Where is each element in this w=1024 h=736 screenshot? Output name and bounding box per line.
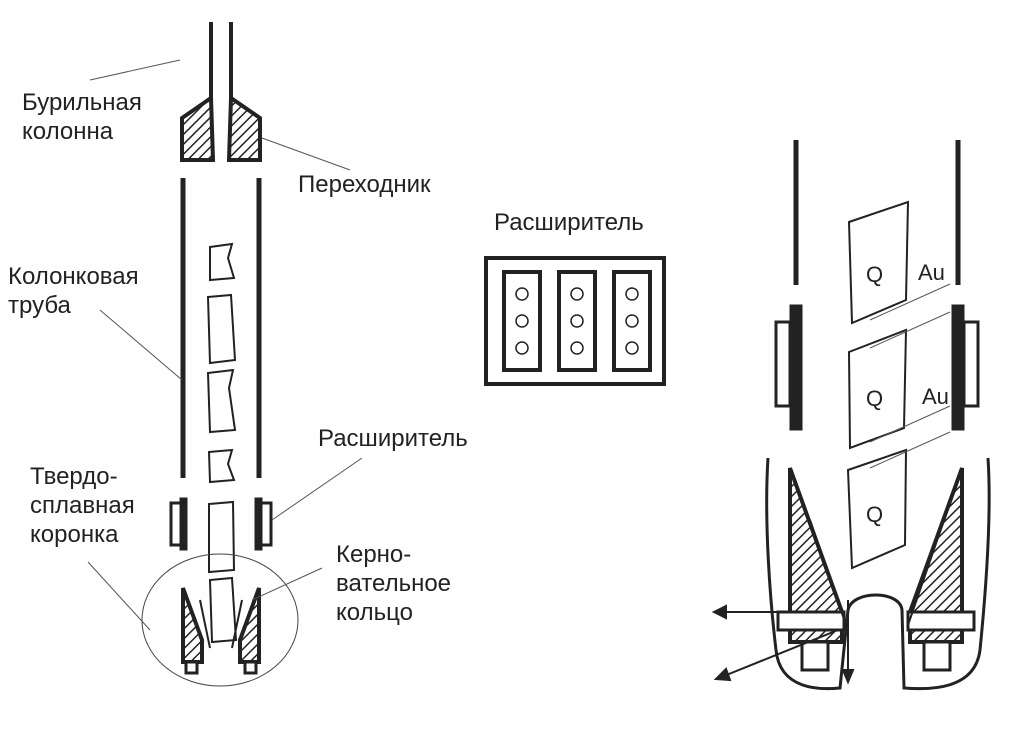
- right-bit-body: [765, 457, 991, 691]
- leader-lines: [87, 59, 363, 631]
- q-label-3: Q: [866, 502, 884, 527]
- au-label-2: Au: [922, 384, 949, 409]
- core-pieces-right: [846, 200, 910, 570]
- adapter: [180, 94, 262, 162]
- carbide-bit-label: Твердо- сплавная коронка: [30, 463, 135, 548]
- reamer-left-assembly: [169, 497, 273, 551]
- reamer-label-left: Расширитель: [318, 425, 468, 452]
- core-barrel: [180, 178, 262, 478]
- right-cutters: [776, 467, 976, 672]
- core-lifter-label: Керно- вательное кольцо: [336, 541, 452, 626]
- core-barrel-label: Колонковая труба: [8, 263, 139, 319]
- carbide-bit: [181, 587, 261, 675]
- au-label-1: Au: [918, 260, 945, 285]
- q-label-2: Q: [866, 386, 884, 411]
- q-label-1: Q: [866, 262, 884, 287]
- adapter-label: Переходник: [298, 171, 431, 198]
- au-leader-lines: [869, 283, 951, 469]
- core-pieces: [206, 242, 238, 644]
- drill-string: [209, 22, 233, 100]
- reamer-label-center: Расширитель: [494, 209, 644, 236]
- right-reamer: [774, 304, 980, 431]
- drill-string-label: Бурильная колонна: [22, 89, 142, 145]
- bit-highlight-ellipse: [141, 553, 299, 687]
- reamer-detail: [484, 256, 666, 386]
- right-barrel-walls: [793, 140, 961, 285]
- flow-arrows: [711, 600, 855, 685]
